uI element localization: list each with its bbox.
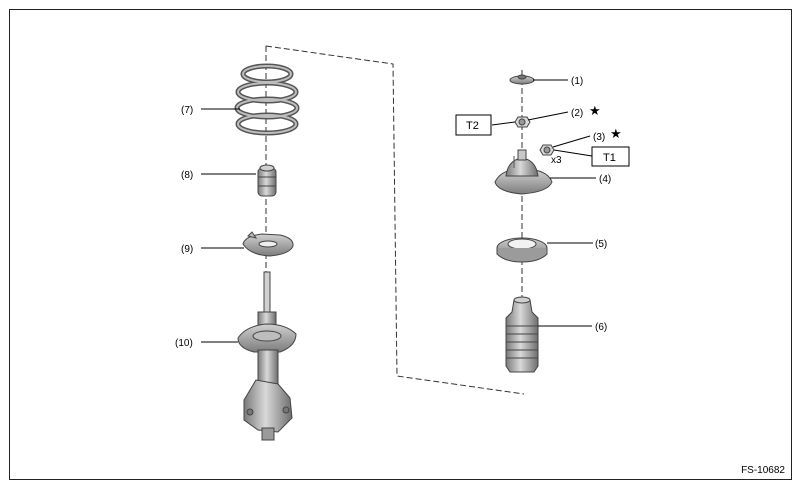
callout-1: (1) bbox=[571, 76, 583, 87]
callout-10: (10) bbox=[175, 338, 193, 349]
diagram-frame bbox=[9, 9, 792, 480]
strut-assembly bbox=[237, 271, 297, 441]
strut-mount bbox=[494, 149, 553, 195]
callout-7: (7) bbox=[181, 105, 193, 116]
nut-3 bbox=[539, 144, 555, 156]
torque-box-t1: T1 bbox=[591, 146, 630, 167]
callout-5: (5) bbox=[595, 239, 607, 250]
callout-6: (6) bbox=[595, 322, 607, 333]
callout-4: (4) bbox=[599, 174, 611, 185]
bump-stopper bbox=[257, 164, 277, 197]
star-mark-2: ★ bbox=[589, 103, 601, 118]
torque-tag-t1: T1 bbox=[603, 152, 616, 164]
callout-2: (2) bbox=[571, 108, 583, 119]
nut-2 bbox=[514, 116, 531, 128]
callout-9: (9) bbox=[181, 244, 193, 255]
torque-box-t2: T2 bbox=[455, 114, 492, 136]
cap bbox=[509, 74, 535, 85]
figure-id: FS-10682 bbox=[741, 465, 785, 476]
dust-boot bbox=[505, 296, 539, 373]
torque-tag-t2: T2 bbox=[466, 120, 479, 132]
callout-8: (8) bbox=[181, 170, 193, 181]
quantity-note: x3 bbox=[551, 155, 562, 166]
star-mark-3: ★ bbox=[610, 126, 622, 141]
leader-lines bbox=[201, 79, 596, 343]
assembly-dash-lines bbox=[265, 45, 525, 395]
callout-3: (3) bbox=[593, 132, 605, 143]
spring-seat bbox=[242, 231, 294, 257]
bearing bbox=[496, 237, 548, 263]
